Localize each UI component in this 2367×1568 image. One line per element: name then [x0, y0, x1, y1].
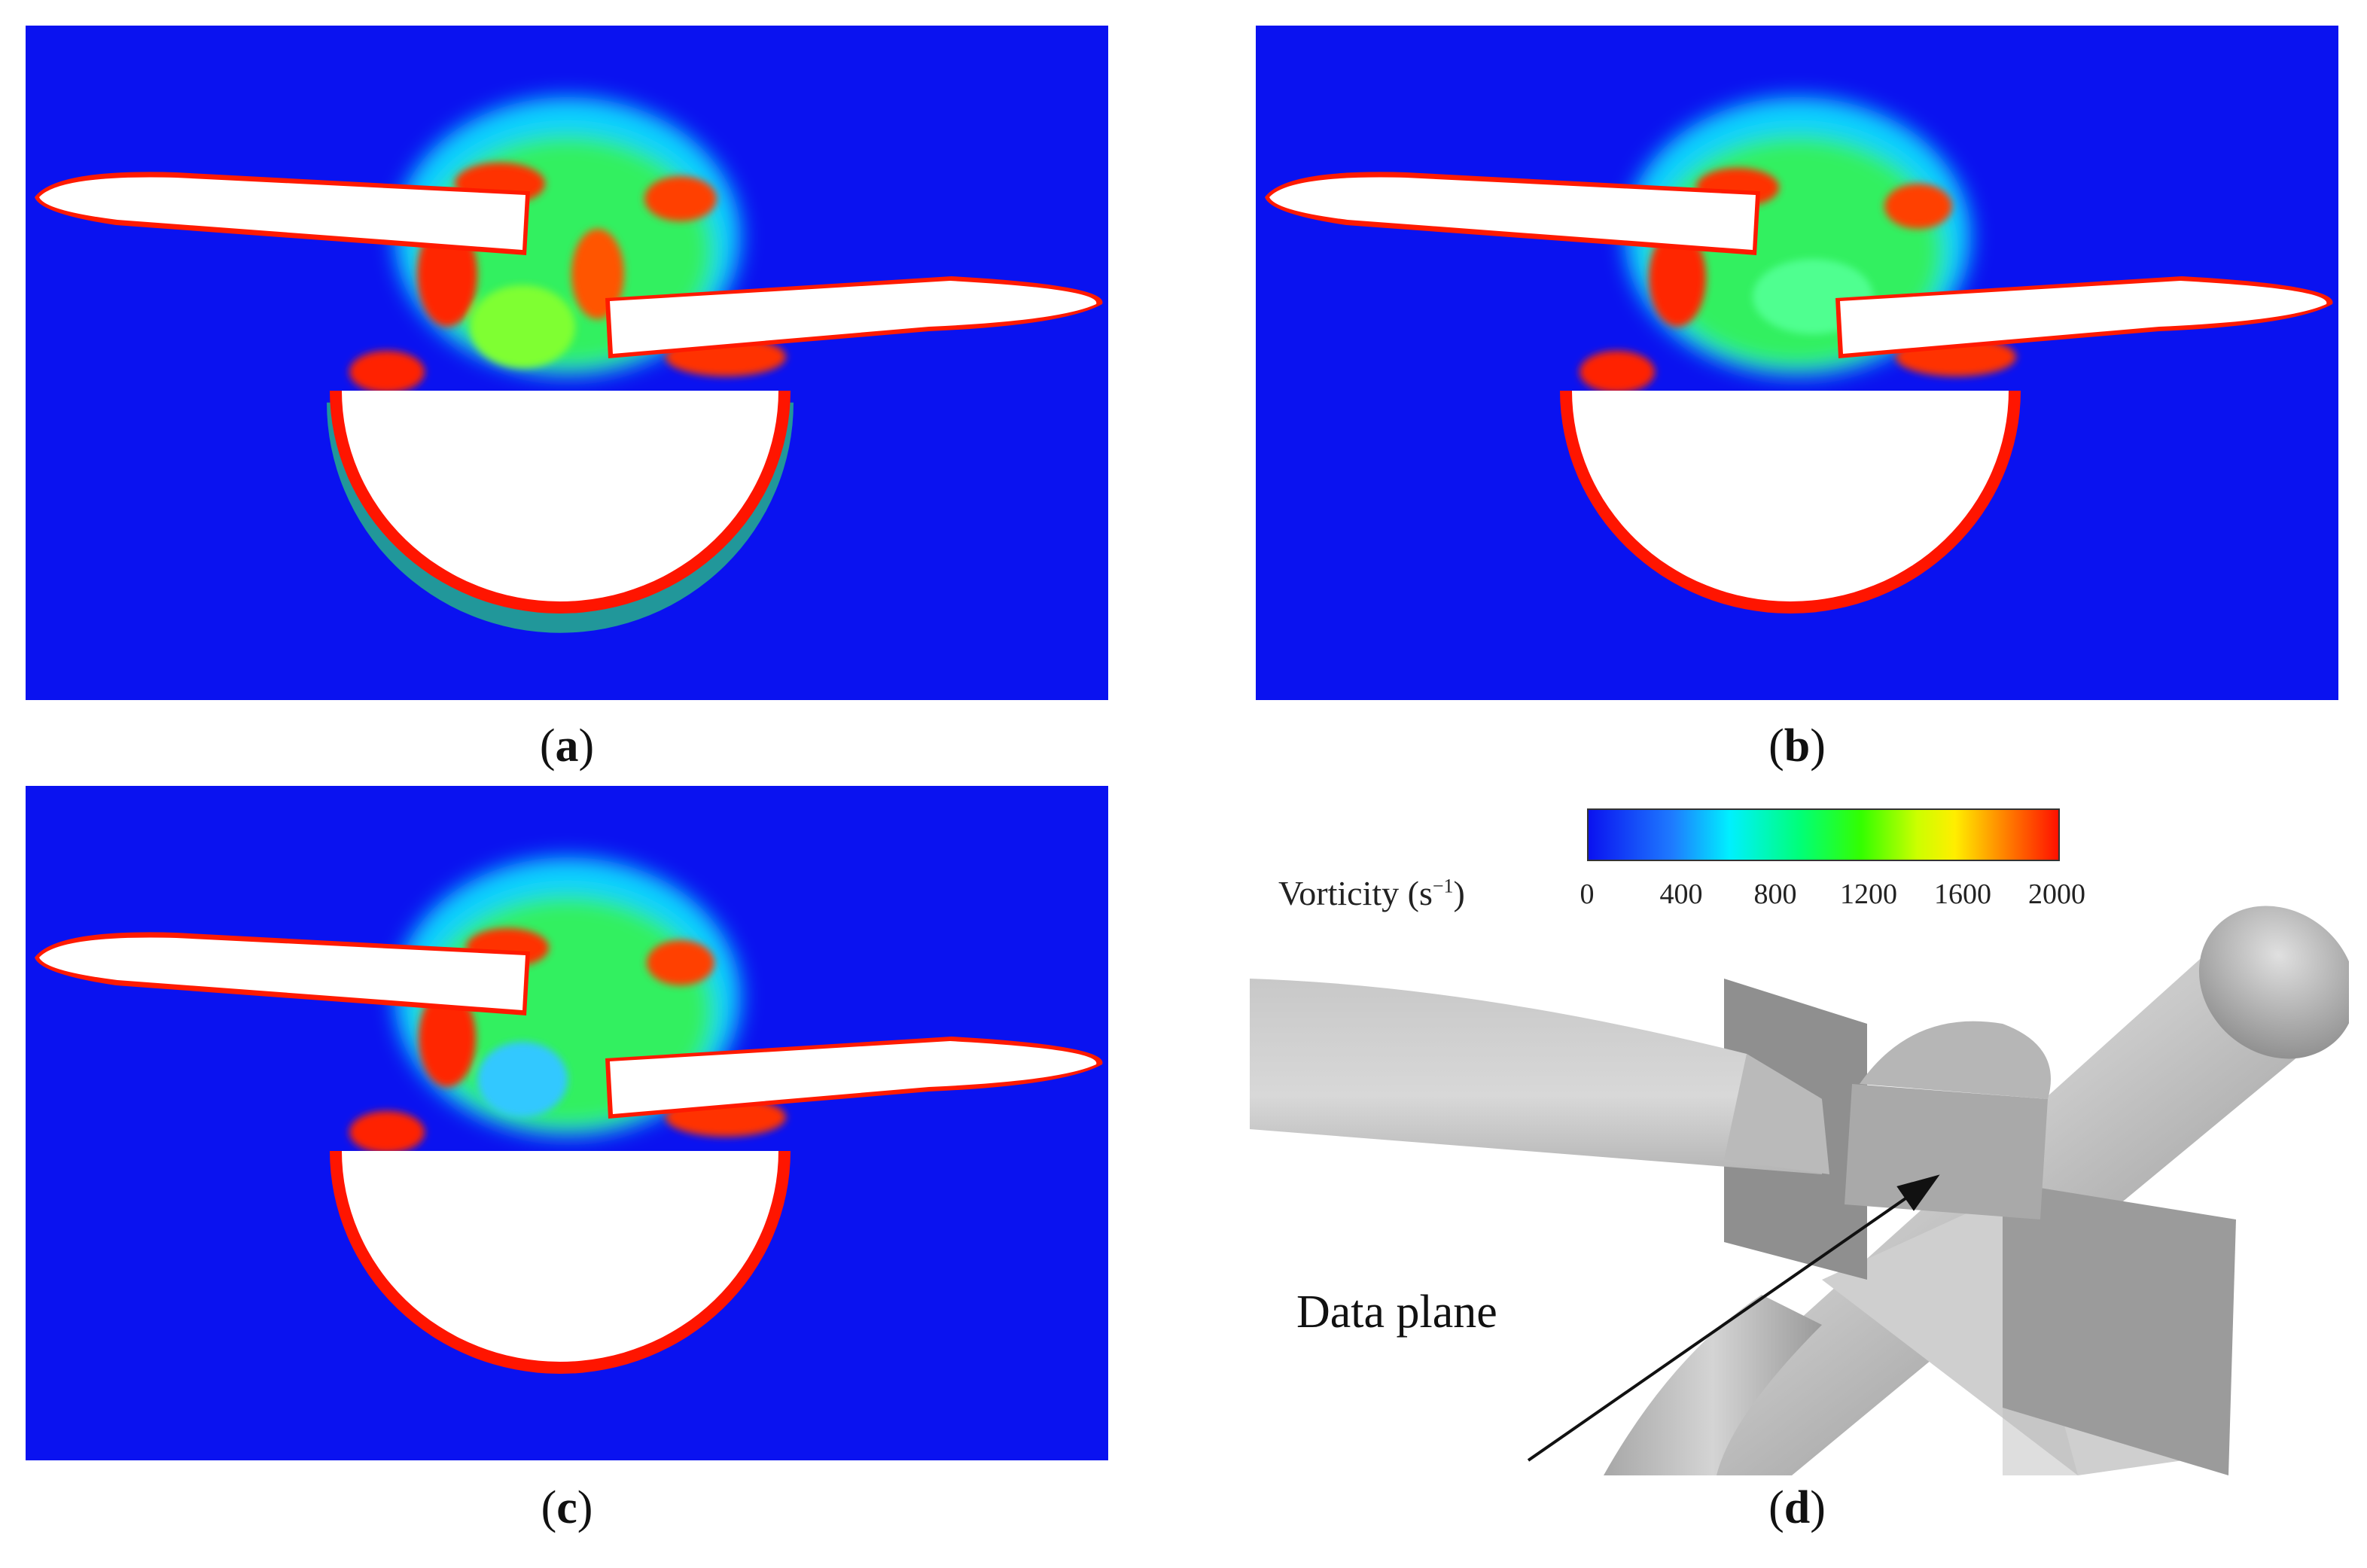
colorbar-tick: 0: [1580, 878, 1595, 910]
data-plane-arrow: [1527, 1174, 1940, 1462]
caption-c: (c): [541, 1482, 593, 1533]
data-plane-label: Data plane: [1296, 1286, 1497, 1338]
caption-d: (d): [1768, 1482, 1826, 1533]
contour-panel-c: [26, 786, 1108, 1460]
caption-b: (b): [1768, 720, 1826, 772]
geometry-panel-d: [1250, 798, 2356, 1475]
colorbar-title: Vorticity (s−1): [1278, 874, 1465, 912]
vorticity-colorbar: [1587, 808, 2060, 861]
colorbar-tick: 2000: [2028, 878, 2085, 910]
colorbar-tick: 400: [1659, 878, 1703, 910]
contour-panel-b: [1256, 26, 2338, 700]
geometry-rendering: [1250, 906, 2356, 1475]
contour-panel-a: [26, 26, 1108, 700]
colorbar-tick: 800: [1753, 878, 1797, 910]
caption-a: (a): [539, 720, 595, 772]
colorbar-tick: 1600: [1934, 878, 1991, 910]
colorbar-tick: 1200: [1840, 878, 1897, 910]
vorticity-contour-b: [1265, 97, 2333, 613]
vorticity-contour-a: [35, 97, 1103, 633]
vorticity-contour-c: [35, 857, 1103, 1374]
